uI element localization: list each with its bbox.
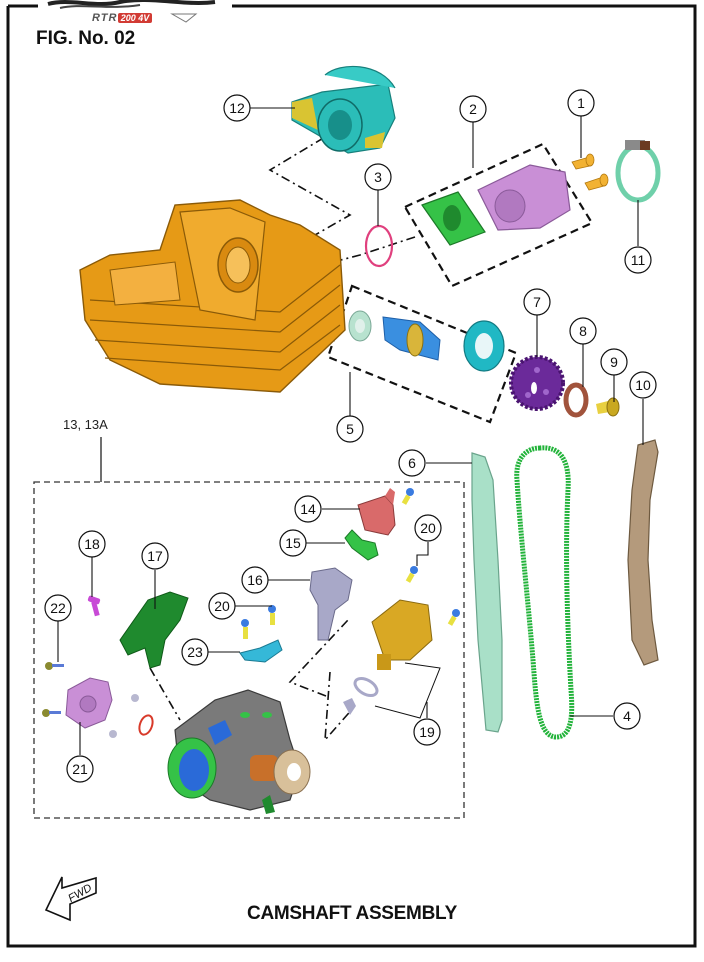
callout-1: 1 <box>567 89 595 117</box>
svg-text:2: 2 <box>469 101 477 117</box>
throttle-body <box>167 689 311 814</box>
callout-10: 10 <box>629 371 657 399</box>
callout-12: 12 <box>223 94 251 122</box>
callout-leaders <box>57 107 644 755</box>
bracket-15 <box>344 529 379 561</box>
callout-16: 16 <box>241 566 269 594</box>
camshaft-parts <box>348 310 505 372</box>
holder-23 <box>239 639 283 663</box>
tps-21 <box>65 677 113 729</box>
svg-text:22: 22 <box>50 600 66 616</box>
callout-17: 17 <box>141 542 169 570</box>
bolts <box>571 153 609 191</box>
callout-14: 14 <box>294 495 322 523</box>
svg-text:15: 15 <box>285 535 301 551</box>
idle-valve <box>343 599 441 719</box>
svg-text:8: 8 <box>579 323 587 339</box>
o-ring <box>364 224 394 268</box>
svg-text:20: 20 <box>420 520 436 536</box>
group-box-13 <box>33 481 465 819</box>
callout-9: 9 <box>600 348 628 376</box>
svg-text:11: 11 <box>631 252 646 268</box>
svg-text:12: 12 <box>229 100 245 116</box>
callout-2: 2 <box>459 95 487 123</box>
frame-border <box>6 4 697 948</box>
sensor-14 <box>357 488 396 536</box>
svg-text:19: 19 <box>419 724 435 740</box>
svg-text:21: 21 <box>72 761 88 777</box>
callout-8: 8 <box>569 317 597 345</box>
svg-text:18: 18 <box>84 536 100 552</box>
svg-text:16: 16 <box>247 572 263 588</box>
svg-text:5: 5 <box>346 421 354 437</box>
injector-16 <box>309 567 353 641</box>
svg-text:14: 14 <box>300 501 316 517</box>
washer <box>563 382 589 418</box>
callout-21: 21 <box>66 755 94 783</box>
group-label-13: 13, 13A <box>63 417 108 432</box>
group-box-5 <box>326 284 518 424</box>
figure-number: FIG. No. 02 <box>36 28 136 49</box>
callout-22: 22 <box>44 594 72 622</box>
svg-text:4: 4 <box>623 708 631 724</box>
hose-clamp <box>615 140 661 203</box>
nuts <box>109 694 139 738</box>
callout-20-left: 20 <box>208 592 236 620</box>
callout-3: 3 <box>364 163 392 191</box>
svg-text:10: 10 <box>635 377 651 393</box>
screws-22 <box>42 662 64 717</box>
harness-17 <box>119 591 189 669</box>
o-ring-small <box>138 714 154 736</box>
callout-15: 15 <box>279 529 307 557</box>
intake-pipe <box>291 65 396 154</box>
small-bolts <box>241 488 460 639</box>
callout-18: 18 <box>78 530 106 558</box>
callout-23: 23 <box>181 638 209 666</box>
svg-text:9: 9 <box>610 354 618 370</box>
diagram-title: CAMSHAFT ASSEMBLY <box>247 903 457 924</box>
svg-text:3: 3 <box>374 169 382 185</box>
svg-text:1: 1 <box>577 95 585 111</box>
callout-11: 11 <box>624 246 652 274</box>
brand-cc-badge: 200 4V <box>118 13 152 23</box>
svg-text:20: 20 <box>214 598 230 614</box>
callout-7: 7 <box>523 288 551 316</box>
callout-5: 5 <box>336 415 364 443</box>
brand-model: RTR <box>92 12 118 24</box>
callout-6: 6 <box>398 449 426 477</box>
brand-logo <box>47 0 216 23</box>
callout-4: 4 <box>613 702 641 730</box>
cylinder-head <box>79 199 346 393</box>
callout-20-right: 20 <box>414 514 442 542</box>
cam-chain <box>514 445 575 740</box>
screw-18 <box>87 595 101 617</box>
callout-19: 19 <box>413 718 441 746</box>
svg-text:7: 7 <box>533 294 541 310</box>
insulator <box>421 191 486 246</box>
cam-sprocket <box>509 355 565 411</box>
intake-joint <box>477 164 571 231</box>
tensioner-lever <box>627 439 659 666</box>
sprocket-bolt <box>596 397 620 417</box>
chain-guide <box>471 452 503 733</box>
svg-text:17: 17 <box>147 548 163 564</box>
svg-text:23: 23 <box>187 644 203 660</box>
svg-text:6: 6 <box>408 455 416 471</box>
assembly-leader-lines <box>149 127 416 743</box>
